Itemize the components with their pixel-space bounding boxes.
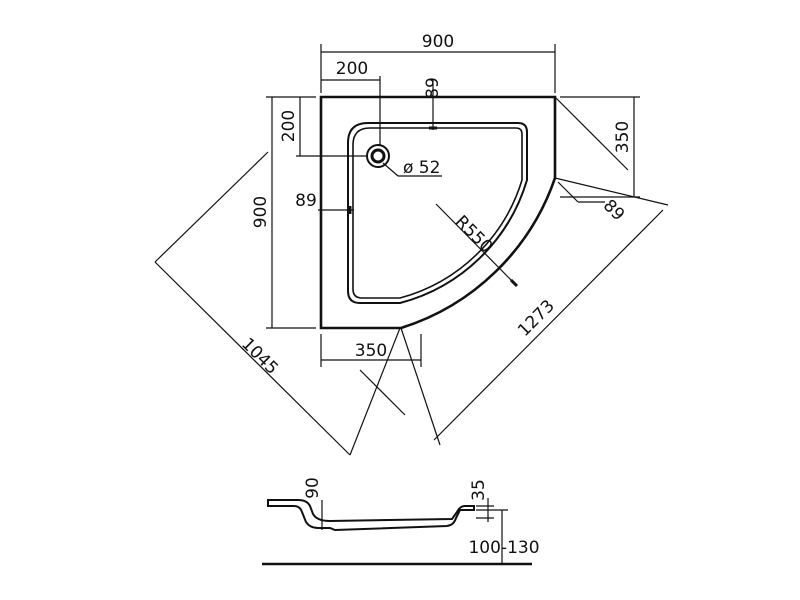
- dim-rim-height: 35: [469, 479, 489, 501]
- dim-straight-bottom: 350: [355, 341, 387, 361]
- tray-section-profile: [267, 499, 475, 532]
- dim-waste-offset-y: 200: [279, 110, 299, 142]
- dim-total-height: 100-130: [468, 538, 539, 558]
- dim-rim-left: 89: [295, 191, 317, 211]
- waste-inner-ring: [370, 148, 386, 164]
- dim-diagonal-inner: 1273: [514, 296, 559, 341]
- plan-view: 900 200 89 900 200 89 ø 52 R550: [154, 32, 669, 456]
- dim-rim-diagonal: 89: [599, 196, 628, 225]
- dim-straight-right: 350: [613, 121, 633, 153]
- tray-inner-basin-offset: [352, 127, 523, 299]
- tray-outer-outline: [319, 95, 557, 330]
- dim-radius: R550: [451, 212, 496, 257]
- dim-rim-top: 89: [423, 77, 443, 99]
- dim-waste-diameter: ø 52: [403, 158, 440, 178]
- waste-outer-ring: [366, 144, 390, 168]
- dim-width-top: 900: [422, 32, 454, 52]
- tray-inner-basin: [347, 122, 528, 304]
- dim-diagonal-outer: 1045: [237, 334, 282, 379]
- section-view: 90 35 100-130: [262, 477, 540, 566]
- dim-height-left: 900: [251, 196, 271, 228]
- dim-waste-offset-x: 200: [336, 59, 368, 79]
- dim-waste-depth: 90: [303, 477, 323, 499]
